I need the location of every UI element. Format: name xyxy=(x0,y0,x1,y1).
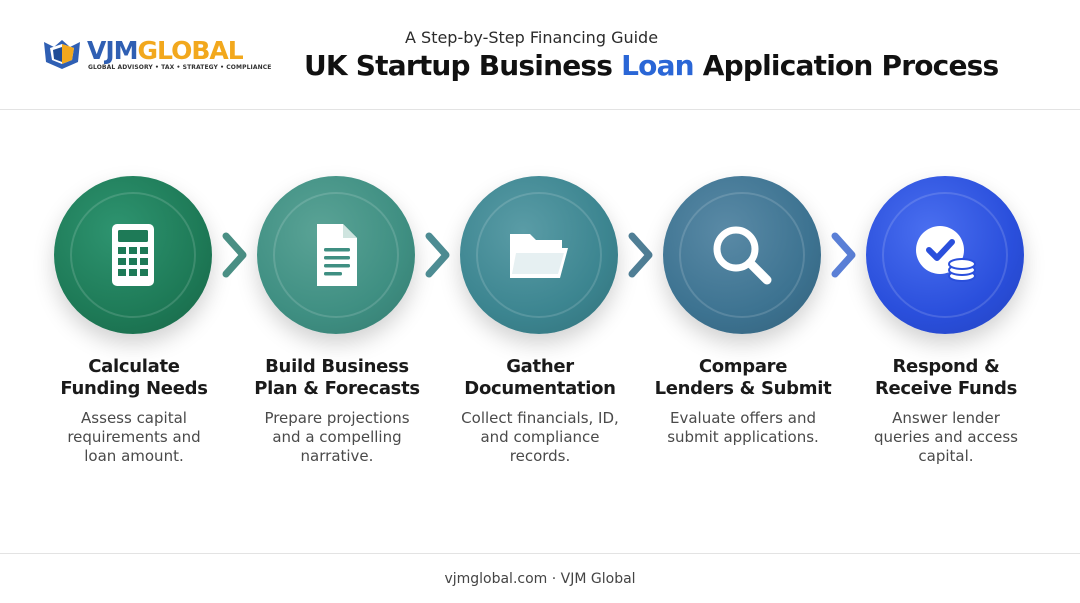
step-desc-line: submit applications. xyxy=(667,428,819,446)
chevron-right-icon xyxy=(222,232,247,278)
footer-link[interactable]: vjmglobal.com · VJM Global xyxy=(444,571,636,587)
brand-logo[interactable]: VJMGLOBAL GLOBAL ADVISORY • TAX • STRATE… xyxy=(42,36,271,76)
step-title: Respond & Receive Funds xyxy=(841,356,1051,400)
step-desc-line: requirements and xyxy=(67,428,201,446)
step-icon-circle xyxy=(663,176,821,334)
step-title-line: Calculate xyxy=(88,356,180,377)
step-icon-circle xyxy=(257,176,415,334)
step-description: Evaluate offers and submit applications. xyxy=(638,409,848,447)
step-title: Build Business Plan & Forecasts xyxy=(232,356,442,400)
step-desc-line: and compliance xyxy=(480,428,600,446)
step-icon-circle xyxy=(866,176,1024,334)
step-title-line: Plan & Forecasts xyxy=(254,378,420,399)
page-title: UK Startup Business Loan Application Pro… xyxy=(304,49,999,82)
step-description: Assess capital requirements and loan amo… xyxy=(29,409,239,466)
step-desc-line: Collect financials, ID, xyxy=(461,409,619,427)
step-title-line: Compare xyxy=(698,356,788,377)
brand-tagline: GLOBAL ADVISORY • TAX • STRATEGY • COMPL… xyxy=(88,64,272,71)
step-description: Prepare projections and a compelling nar… xyxy=(232,409,442,466)
brand-name-part1: VJM xyxy=(87,36,139,65)
step-desc-line: narrative. xyxy=(300,447,374,465)
check-coins-icon xyxy=(916,226,976,282)
brand-wordmark: VJMGLOBAL xyxy=(87,36,244,65)
step-desc-line: and a compelling xyxy=(272,428,402,446)
chevron-right-icon xyxy=(628,232,653,278)
chevron-right-icon xyxy=(831,232,856,278)
step-desc-line: records. xyxy=(509,447,571,465)
chevron-right-icon xyxy=(425,232,450,278)
footer: vjmglobal.com · VJM Global xyxy=(0,553,1080,603)
step-desc-line: Prepare projections xyxy=(264,409,410,427)
step-desc-line: Assess capital xyxy=(81,409,187,427)
step-description: Answer lender queries and access capital… xyxy=(841,409,1051,466)
brand-name-part2: GLOBAL xyxy=(137,36,244,65)
step-title-line: Documentation xyxy=(464,378,616,399)
title-highlight: Loan xyxy=(621,49,695,82)
step-title-line: Gather xyxy=(506,356,574,377)
header: VJMGLOBAL GLOBAL ADVISORY • TAX • STRATE… xyxy=(0,0,1080,110)
step-title-line: Lenders & Submit xyxy=(654,378,832,399)
step-title: Calculate Funding Needs xyxy=(29,356,239,400)
calculator-icon xyxy=(112,224,154,286)
step-desc-line: Evaluate offers and xyxy=(669,409,816,427)
step-title-line: Build Business xyxy=(265,356,409,377)
step-icon-circle xyxy=(460,176,618,334)
step-title: Gather Documentation xyxy=(435,356,645,400)
step-icon-circle xyxy=(54,176,212,334)
page-kicker: A Step-by-Step Financing Guide xyxy=(405,28,659,47)
step-title-line: Respond & xyxy=(892,356,1000,377)
step-description: Collect financials, ID, and compliance r… xyxy=(435,409,645,466)
step-title: Compare Lenders & Submit xyxy=(638,356,848,400)
step-desc-line: queries and access xyxy=(874,428,1018,446)
document-icon xyxy=(317,224,357,286)
folder-icon xyxy=(510,234,568,278)
step-desc-line: loan amount. xyxy=(84,447,184,465)
step-title-line: Receive Funds xyxy=(874,378,1018,399)
step-desc-line: capital. xyxy=(918,447,974,465)
search-icon xyxy=(713,226,772,285)
step-desc-line: Answer lender xyxy=(892,409,1000,427)
title-part1: UK Startup Business xyxy=(304,49,622,82)
step-title-line: Funding Needs xyxy=(60,378,208,399)
logo-mark-icon xyxy=(44,40,80,69)
title-part2: Application Process xyxy=(693,49,999,82)
